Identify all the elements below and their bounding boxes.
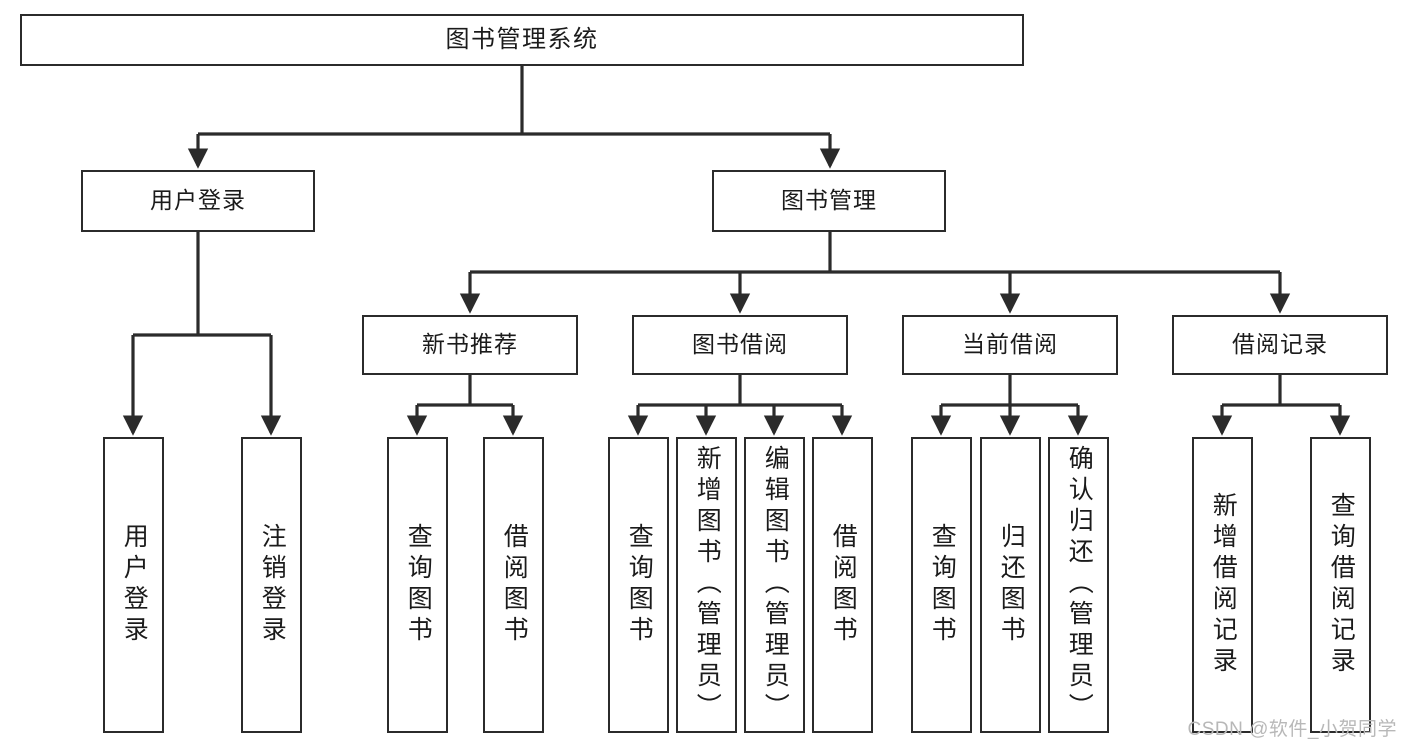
node-leaf-user-login[interactable]: 用户登录 — [103, 437, 164, 733]
node-leaf-borrow-book-2[interactable]: 借阅图书 — [812, 437, 873, 733]
node-current-borrow[interactable]: 当前借阅 — [902, 315, 1118, 375]
node-leaf-query-record[interactable]: 查询借阅记录 — [1310, 437, 1371, 733]
node-new-book-recommend[interactable]: 新书推荐 — [362, 315, 578, 375]
node-leaf-query-book-1[interactable]: 查询图书 — [387, 437, 448, 733]
node-root[interactable]: 图书管理系统 — [20, 14, 1024, 66]
node-user-login[interactable]: 用户登录 — [81, 170, 315, 232]
node-leaf-add-record[interactable]: 新增借阅记录 — [1192, 437, 1253, 733]
node-leaf-borrow-book-1[interactable]: 借阅图书 — [483, 437, 544, 733]
node-leaf-confirm-return[interactable]: 确认归还（管理员） — [1048, 437, 1109, 733]
node-leaf-logout[interactable]: 注销登录 — [241, 437, 302, 733]
node-book-manage[interactable]: 图书管理 — [712, 170, 946, 232]
node-leaf-query-book-3[interactable]: 查询图书 — [911, 437, 972, 733]
node-book-borrow[interactable]: 图书借阅 — [632, 315, 848, 375]
node-borrow-record[interactable]: 借阅记录 — [1172, 315, 1388, 375]
node-leaf-edit-book[interactable]: 编辑图书（管理员） — [744, 437, 805, 733]
node-leaf-query-book-2[interactable]: 查询图书 — [608, 437, 669, 733]
node-leaf-return-book[interactable]: 归还图书 — [980, 437, 1041, 733]
node-leaf-add-book[interactable]: 新增图书（管理员） — [676, 437, 737, 733]
